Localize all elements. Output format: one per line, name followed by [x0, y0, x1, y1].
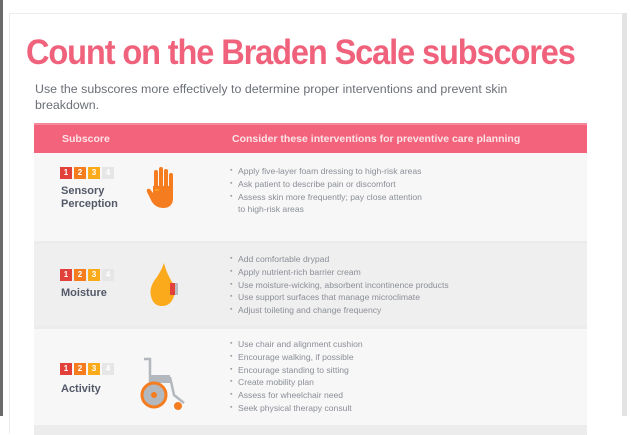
score-2: 2	[74, 167, 86, 179]
score-1: 1	[60, 363, 72, 375]
intervention-item: Encourage standing to sitting	[230, 364, 363, 377]
subscore-label: Moisture	[61, 287, 107, 299]
score-3: 3	[88, 167, 100, 179]
table-row-sensory-perception: 1 2 3 4 Sensory Perception Apply five-la…	[34, 153, 587, 241]
score-3: 3	[88, 363, 100, 375]
intervention-item: Assess skin more frequently; pay close a…	[230, 191, 422, 204]
intervention-item: Seek physical therapy consult	[230, 402, 363, 415]
interventions-list: Use chair and alignment cushion Encourag…	[230, 338, 363, 415]
intervention-item: Use chair and alignment cushion	[230, 338, 363, 351]
score-scale: 1 2 3 4	[60, 269, 114, 281]
row-divider	[34, 241, 587, 244]
score-3: 3	[88, 269, 100, 281]
table-row-moisture: 1 2 3 4 Moisture Add comfortable drypad …	[34, 244, 587, 326]
score-scale: 1 2 3 4	[60, 363, 114, 375]
score-scale: 1 2 3 4	[60, 167, 114, 179]
hand-icon	[146, 166, 176, 215]
intervention-item: Apply five-layer foam dressing to high-r…	[230, 165, 422, 178]
scrollbar[interactable]	[622, 13, 627, 416]
intervention-item: Encourage walking, if possible	[230, 351, 363, 364]
intervention-item: Ask patient to describe pain or discomfo…	[230, 178, 422, 191]
interventions-list: Apply five-layer foam dressing to high-r…	[230, 165, 422, 216]
intervention-item: Add comfortable drypad	[230, 253, 449, 266]
page-title: Count on the Braden Scale subscores	[26, 33, 576, 72]
score-4: 4	[102, 167, 114, 179]
score-1: 1	[60, 167, 72, 179]
intervention-item: Adjust toileting and change frequency	[230, 304, 449, 317]
water-drop-icon	[148, 262, 180, 313]
page-subtitle: Use the subscores more effectively to de…	[35, 82, 508, 112]
subscore-label: Activity	[61, 383, 101, 395]
intervention-item: Assess for wheelchair need	[230, 389, 363, 402]
intervention-item: Use support surfaces that manage microcl…	[230, 291, 449, 304]
intervention-item: Use moisture-wicking, absorbent incontin…	[230, 279, 449, 292]
subscore-label: Sensory Perception	[61, 185, 118, 210]
score-4: 4	[102, 269, 114, 281]
interventions-list: Add comfortable drypad Apply nutrient-ri…	[230, 253, 449, 317]
window-left-edge	[0, 0, 3, 416]
subscores-table: Subscore Consider these interventions fo…	[34, 123, 587, 435]
table-header: Subscore Consider these interventions fo…	[34, 123, 587, 153]
header-subscore: Subscore	[62, 133, 110, 145]
row-divider	[34, 326, 587, 329]
score-2: 2	[74, 269, 86, 281]
wheelchair-icon	[140, 357, 196, 418]
intervention-item: Apply nutrient-rich barrier cream	[230, 266, 449, 279]
row-divider	[34, 425, 587, 435]
intervention-item-continued: to high-risk areas	[238, 204, 304, 215]
intervention-item: Create mobility plan	[230, 376, 363, 389]
header-interventions: Consider these interventions for prevent…	[232, 133, 521, 145]
score-1: 1	[60, 269, 72, 281]
score-2: 2	[74, 363, 86, 375]
table-row-activity: 1 2 3 4 Activity Use chair and alignment…	[34, 329, 587, 425]
score-4: 4	[102, 363, 114, 375]
